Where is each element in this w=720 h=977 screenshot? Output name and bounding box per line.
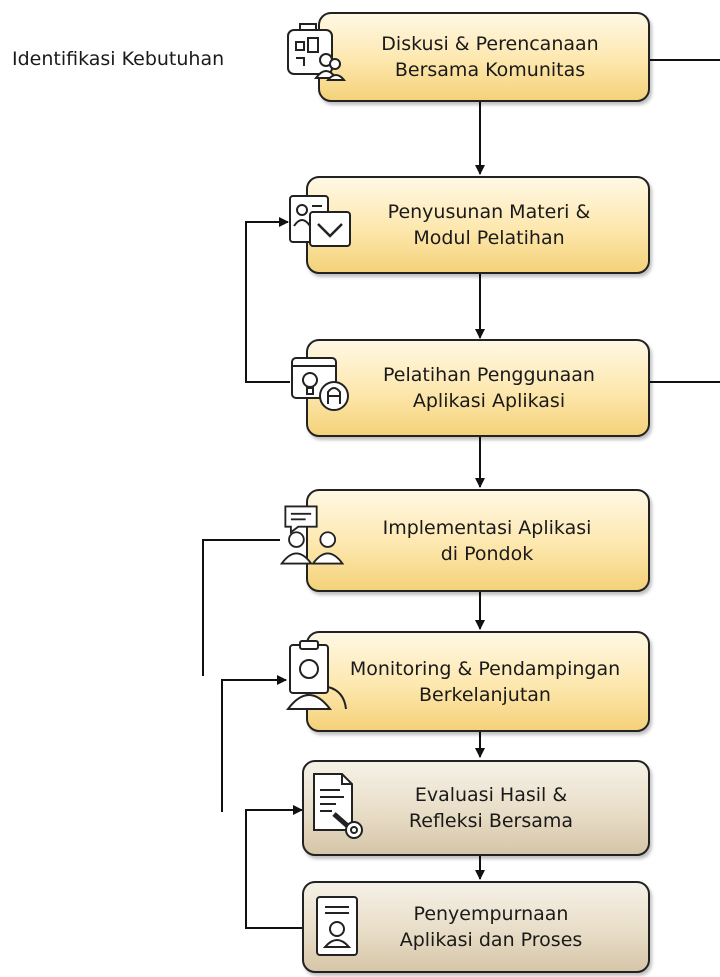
lightbulb-training-icon	[288, 352, 358, 414]
loop-into-5	[221, 675, 287, 812]
step-box-5: Monitoring & Pendampingan Berkelanjutan	[306, 631, 650, 732]
step-7-line-2: Aplikasi dan Proses	[399, 929, 583, 951]
building-people-icon	[278, 20, 348, 82]
step-5-line-1: Monitoring & Pendampingan	[349, 657, 621, 680]
people-chat-icon	[278, 504, 348, 566]
loop-4-left	[202, 539, 280, 676]
step-box-1: Diskusi & Perencanaan Bersama Komunitas	[318, 12, 650, 102]
step-5-line-2: Berkelanjutan	[419, 683, 551, 706]
document-check-icon	[286, 190, 356, 252]
step-6-line-2: Refleksi Bersama	[408, 810, 574, 832]
step-2-line-1: Penyusunan Materi &	[387, 201, 591, 223]
step-4-line-2: di Pondok	[440, 542, 534, 565]
step-7-line-1: Penyempurnaan	[413, 903, 569, 925]
step-2-line-2: Modul Pelatihan	[413, 227, 565, 249]
step-3-line-1: Pelatihan Penggunaan	[383, 364, 595, 386]
loop-7-to-6	[245, 805, 303, 929]
loop-3-to-2	[245, 217, 290, 383]
person-clipboard-icon	[282, 640, 352, 710]
step-1-line-1: Diskusi & Perencanaan	[381, 33, 599, 55]
step-4-line-1: Implementasi Aplikasi	[382, 516, 592, 539]
step-box-6: Evaluasi Hasil & Refleksi Bersama	[302, 760, 650, 856]
report-magnifier-icon	[304, 773, 374, 839]
side-label: Identifikasi Kebutuhan	[12, 48, 225, 70]
step-box-4: Implementasi Aplikasi di Pondok	[306, 489, 650, 592]
step-3-line-2: Aplikasi Aplikasi	[412, 390, 566, 412]
step-1-line-2: Bersama Komunitas	[394, 59, 586, 81]
step-6-line-1: Evaluasi Hasil &	[414, 784, 568, 806]
profile-document-icon	[302, 896, 372, 958]
step-box-3: Pelatihan Penggunaan Aplikasi Aplikasi	[306, 339, 650, 437]
step-box-7: Penyempurnaan Aplikasi dan Proses	[302, 881, 650, 973]
step-box-2: Penyusunan Materi & Modul Pelatihan	[306, 176, 650, 274]
